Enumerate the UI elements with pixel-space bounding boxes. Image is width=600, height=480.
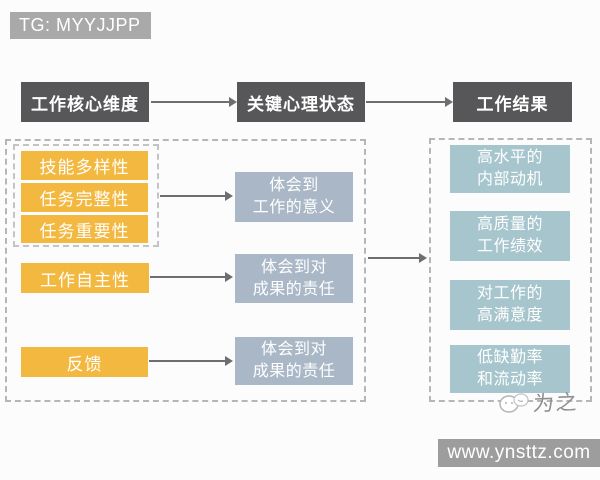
header-work-outcomes-label: 工作结果 (476, 94, 549, 114)
weizhi-logo-text: 为之 (532, 390, 580, 416)
cloud-doodle-icon (499, 393, 529, 413)
box-feedback-label: 反馈 (66, 354, 103, 374)
box-skill-variety: 技能多样性 (21, 151, 148, 180)
arrow-skillgroup-to-meaning (160, 191, 233, 201)
dimensions-states-group-border (5, 139, 366, 402)
box-experienced-meaningfulness: 体会到 工作的意义 (235, 172, 353, 222)
header-core-job-dimensions-label: 工作核心维度 (31, 94, 139, 114)
box-task-identity: 任务完整性 (21, 183, 148, 212)
arrow-states-to-outcomes (368, 253, 427, 263)
source-tag-badge: TG: MYYJJPP (10, 12, 151, 39)
header-critical-psychological-states-label: 关键心理状态 (247, 94, 355, 114)
box-autonomy-label: 工作自主性 (40, 270, 130, 290)
box-high-internal-motivation: 高水平的 内部动机 (450, 145, 570, 193)
box-task-identity-label: 任务完整性 (39, 190, 130, 209)
box-high-internal-motivation-label: 高水平的 内部动机 (476, 148, 543, 188)
weizhi-logo: 为之 (498, 387, 580, 417)
box-experienced-responsibility-2: 体会到对 成果的责任 (235, 337, 353, 385)
box-low-absenteeism-turnover: 低缺勤率 和流动率 (450, 345, 570, 393)
arrow-feedback-to-responsibility (149, 356, 233, 366)
arrow-header1-to-header2 (151, 97, 237, 107)
watermark-url: www.ynsttz.com (447, 442, 591, 463)
arrow-autonomy-to-responsibility (150, 272, 233, 282)
watermark-bar: www.ynsttz.com (438, 439, 600, 467)
box-feedback: 反馈 (21, 347, 148, 377)
box-task-significance: 任务重要性 (21, 215, 148, 243)
box-high-quality-performance: 高质量的 工作绩效 (450, 211, 570, 261)
box-task-significance-label: 任务重要性 (39, 221, 130, 241)
arrow-header2-to-header3 (366, 97, 453, 107)
header-core-job-dimensions: 工作核心维度 (21, 82, 149, 122)
header-work-outcomes: 工作结果 (453, 82, 572, 122)
box-low-absenteeism-turnover-label: 低缺勤率 和流动率 (476, 348, 543, 388)
box-experienced-responsibility-1: 体会到对 成果的责任 (235, 254, 353, 303)
box-skill-variety-label: 技能多样性 (39, 158, 130, 177)
source-tag-text: TG: MYYJJPP (19, 15, 141, 35)
header-critical-psychological-states: 关键心理状态 (237, 82, 365, 122)
box-autonomy: 工作自主性 (21, 263, 149, 293)
box-experienced-responsibility-2-label: 体会到对 成果的责任 (252, 341, 336, 380)
skill-task-group-border (13, 144, 159, 247)
box-experienced-meaningfulness-label: 体会到 工作的意义 (252, 177, 336, 216)
box-high-satisfaction-label: 对工作的 高满意度 (476, 284, 543, 324)
box-experienced-responsibility-1-label: 体会到对 成果的责任 (252, 258, 336, 298)
box-high-quality-performance-label: 高质量的 工作绩效 (476, 215, 543, 255)
box-high-satisfaction: 对工作的 高满意度 (450, 280, 570, 330)
